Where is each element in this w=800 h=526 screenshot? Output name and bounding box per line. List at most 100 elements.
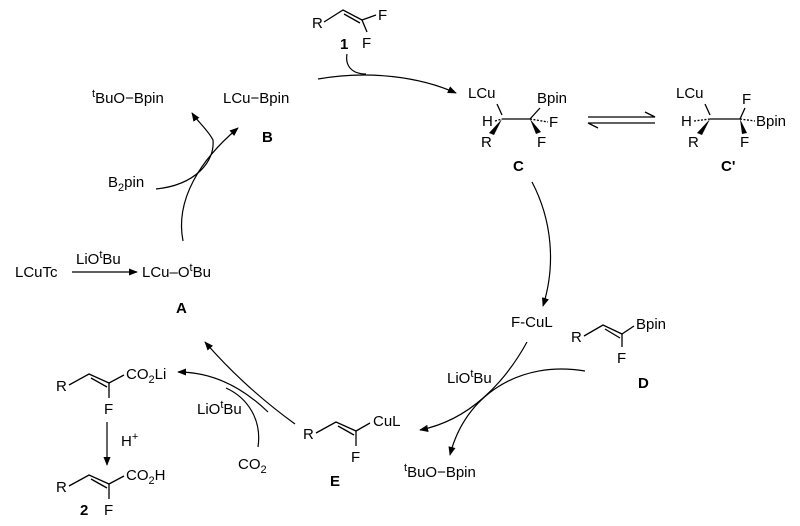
f-label: F [549,114,558,131]
tert-sup: t [220,399,223,411]
r-label: R [303,426,314,443]
tbuo-bpin-formula: tBuO−Bpin [92,88,164,107]
label-B: B [262,129,273,146]
bpin-label: Bpin [756,113,786,130]
bonds [68,373,110,386]
c-h-hash-bond [693,118,711,122]
r-label: R [688,134,699,151]
species-E: R CuL F E [303,413,401,490]
species-C-prime: LCu H R F Bpin F C' [676,85,786,175]
c-cu-bond [355,422,371,432]
f-label-2: F [740,134,749,151]
fluorine-label-2: F [362,35,371,52]
substrate-1: R F F 1 [312,7,387,53]
c-r-wedge [697,119,710,135]
arrow-b2pin2-to-tbuobpin [155,112,214,190]
h-label: H [681,113,692,130]
co2-sub: 2 [261,464,267,476]
r-label: R [56,479,67,496]
tbuo-bpin-bottom: tBuO−Bpin [404,462,476,481]
c-f-bond-2 [361,19,368,33]
label-A: A [176,300,187,317]
b2pin2-b: B [108,174,118,191]
tert-sup: t [99,249,102,261]
c-b-bond [621,325,635,335]
bu: Bu [193,264,211,281]
arrow-D-to-tbuobpin [448,368,586,456]
double-bond [90,478,108,489]
forward-half-arrow [588,111,656,118]
label-C: C [513,158,524,175]
b2pin2-tail: pin [124,174,144,191]
co2h-formula: CO2H [126,467,165,487]
liotbu-right-label: LiOtBu [447,368,492,387]
li: Li [155,366,167,383]
h: H [155,467,166,484]
r-label: R [56,378,67,395]
co2-label: CO2 [238,456,267,476]
species-A: LCu–OtBu A [142,262,211,317]
co: CO [126,366,149,383]
lcu-bpin-formula: LCu−Bpin [223,90,289,107]
f-label: F [104,502,113,519]
bpin-label: Bpin [537,90,567,107]
reverse-half-arrow [587,122,655,129]
bonds [68,474,110,487]
r-label: R [481,134,492,151]
c-b-bond [529,107,541,120]
b2pin2-formula: B2pin [108,174,144,194]
tbuo-bpin-text: BuO−Bpin [407,464,476,481]
lcu-label: LCu [468,85,496,102]
arrow-A-to-B [181,127,239,242]
double-bond [90,377,108,388]
cul-label: CuL [373,413,401,430]
species-B: LCu−Bpin B [223,90,289,146]
species-C: LCu H R Bpin F F C [468,85,567,175]
substrate-double-bond [343,13,361,24]
bu: Bu [102,251,120,268]
f-label: F [104,401,113,418]
compound-number-1: 1 [340,36,348,53]
co2li-formula: CO2Li [126,366,166,386]
arrow-B-to-C [317,74,457,94]
c-co2h-bond [108,475,125,485]
f-label-2: F [537,134,546,151]
product-2: R CO2H F 2 [56,467,165,519]
bu: Bu [223,401,241,418]
f-label: F [617,350,626,367]
f-label: F [351,449,360,466]
b2pin2-reagent: B2pin [108,174,144,194]
c-r-wedge [489,119,502,135]
d-double-bond [604,328,621,339]
precatalyst-activation: LCuTc LiOtBu [15,249,138,281]
c-f-bond [739,107,746,120]
c-f-hash-bond [529,118,549,123]
c-f-wedge [530,119,541,134]
r-label: R [571,329,582,346]
c-co2-bond [108,374,125,384]
species-D: R Bpin F D [571,316,666,392]
lithium-carboxylate: R CO2Li F [56,366,166,418]
bpin-label: Bpin [636,316,666,333]
lcu-o: LCu–O [142,264,190,281]
c-h-hash-bond [494,118,503,122]
fluorine-label: F [378,7,387,24]
substrate-entry-curve [346,53,367,75]
liotbu-bottom-label: LiOtBu [197,399,242,418]
plus: + [132,431,138,443]
sub: 2 [149,374,155,386]
tert-sup: t [190,262,193,274]
lio: LiO [76,251,99,268]
h-label: H [482,113,493,130]
h: H [121,433,132,450]
arrow-E-to-A [204,341,296,425]
tert-sup: t [404,462,407,474]
co: CO [126,467,149,484]
d-bonds [583,324,623,337]
r-group-label: R [312,15,323,32]
f-label: F [742,91,751,108]
b2pin2-sub: 2 [118,182,124,194]
label-C-prime: C' [721,158,735,175]
sub: 2 [149,475,155,487]
